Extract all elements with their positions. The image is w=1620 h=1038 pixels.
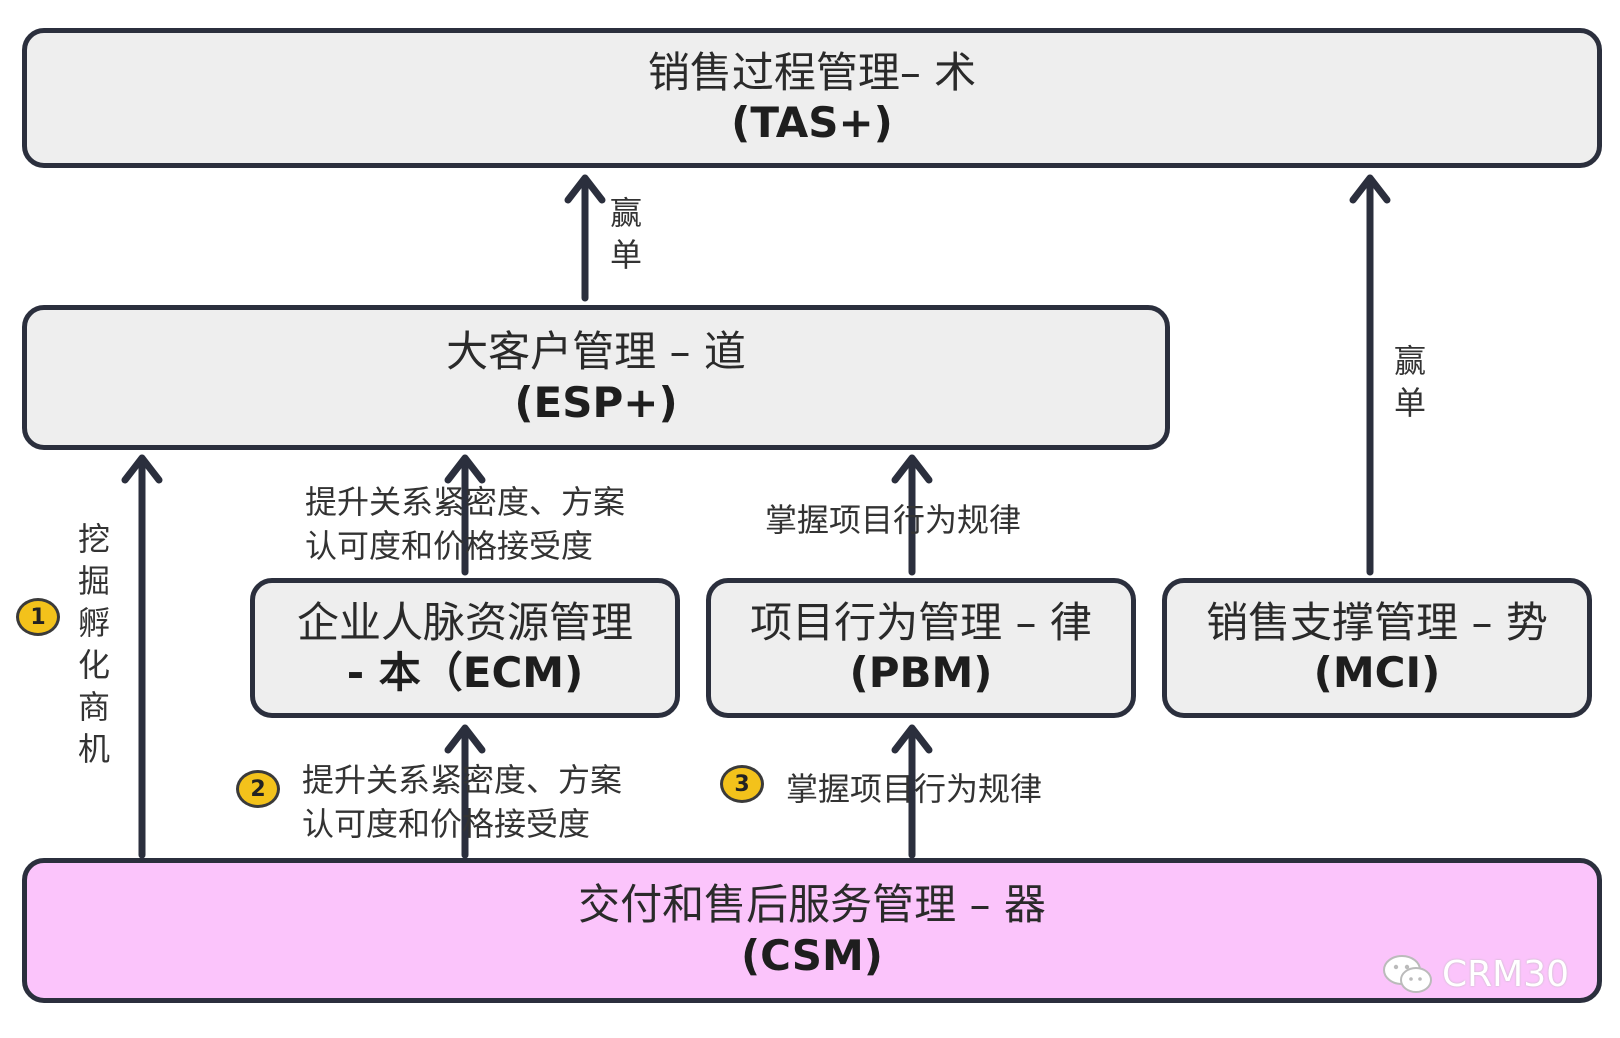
- esp-box: 大客户管理 – 道 (ESP+): [22, 305, 1170, 450]
- watermark: CRM30: [1380, 952, 1569, 996]
- relation-label-upper-line2: 认可度和价格接受度: [305, 527, 594, 565]
- mci-code: (MCI): [1313, 648, 1441, 697]
- pbm-title: 项目行为管理 – 律: [750, 597, 1092, 647]
- esp-title: 大客户管理 – 道: [446, 327, 746, 377]
- tas-box: 销售过程管理– 术 (TAS+): [22, 28, 1602, 168]
- ecm-box: 企业人脉资源管理 - 本（ECM): [250, 578, 680, 718]
- relation-label-lower-line2: 认可度和价格接受度: [302, 805, 591, 843]
- pbm-code: (PBM): [849, 648, 993, 697]
- win-order-label-left: 赢单: [609, 194, 642, 274]
- win-order-label-right: 赢单: [1393, 342, 1426, 422]
- csm-box: 交付和售后服务管理 – 器 (CSM): [22, 858, 1602, 1003]
- pattern-label-upper: 掌握项目行为规律: [765, 501, 1022, 539]
- mci-box: 销售支撑管理 – 势 (MCI): [1162, 578, 1592, 718]
- csm-title: 交付和售后服务管理 – 器: [578, 880, 1046, 930]
- esp-code: (ESP+): [514, 377, 678, 427]
- relation-label-upper-line1: 提升关系紧密度、方案: [305, 483, 626, 521]
- mine-opportunity-label: 挖掘孵化商机: [77, 520, 110, 768]
- relation-label-lower-line1: 提升关系紧密度、方案: [302, 761, 623, 799]
- watermark-text: CRM30: [1442, 953, 1570, 995]
- step-marker-2: 2: [236, 770, 280, 808]
- mci-title: 销售支撑管理 – 势: [1206, 597, 1548, 647]
- step-marker-1: 1: [16, 598, 60, 636]
- ecm-code: - 本（ECM): [346, 648, 584, 697]
- step-marker-3: 3: [720, 765, 764, 803]
- pattern-label-lower: 掌握项目行为规律: [786, 770, 1043, 808]
- tas-code: (TAS+): [731, 98, 893, 147]
- pbm-box: 项目行为管理 – 律 (PBM): [706, 578, 1136, 718]
- arrow-csm-to-esp: [121, 454, 163, 859]
- tas-title: 销售过程管理– 术: [647, 47, 977, 97]
- csm-code: (CSM): [740, 930, 884, 980]
- ecm-title: 企业人脉资源管理: [296, 597, 633, 647]
- wechat-icon: [1380, 952, 1436, 996]
- arrow-esp-to-tas: [564, 174, 606, 302]
- arrow-mci-to-tas: [1349, 174, 1391, 576]
